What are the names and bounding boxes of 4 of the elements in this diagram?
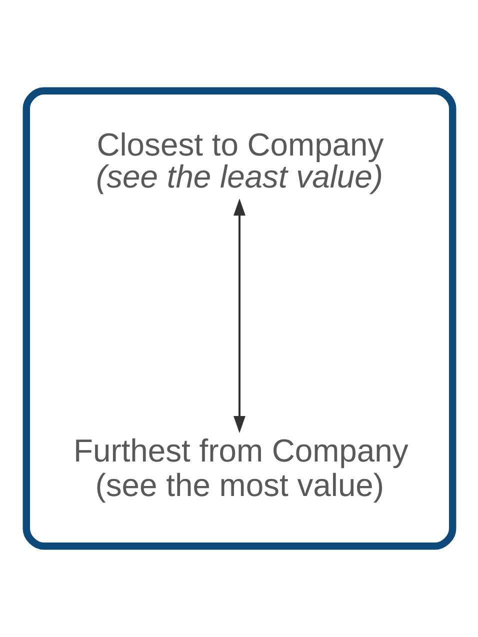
cluster [22, 87, 456, 550]
node-text: Furthest from Company (see the most value) [73, 432, 408, 504]
node-text: Closest to Company (see the least value) [95, 126, 384, 194]
arrow [233, 198, 245, 434]
